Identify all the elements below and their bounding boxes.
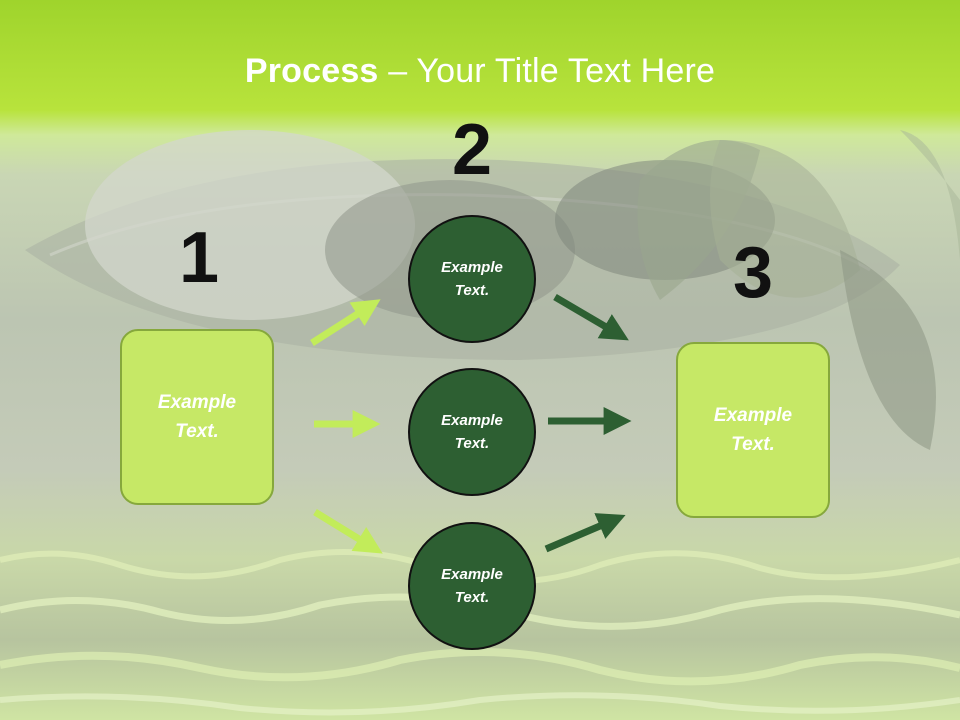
right-box-text: Example Text. xyxy=(713,405,793,455)
arrow-left-to-top xyxy=(310,299,381,346)
arrow-bottom-to-right xyxy=(544,513,626,553)
right-box: Example Text. xyxy=(676,342,830,518)
left-box: Example Text. xyxy=(120,329,274,505)
arrow-top-to-right xyxy=(553,293,629,341)
step-number-1: 1 xyxy=(178,218,220,298)
left-box-text: Example Text. xyxy=(157,392,237,442)
step-number-3: 3 xyxy=(732,233,774,313)
circle-middle: Example Text. xyxy=(408,368,536,496)
title-bold: Process xyxy=(244,52,379,90)
circle-top-text: Example Text. xyxy=(441,259,503,299)
title-rest: – Your Title Text Here xyxy=(378,52,716,90)
circle-middle-text: Example Text. xyxy=(441,412,503,452)
circle-top: Example Text. xyxy=(408,215,536,343)
circle-bottom: Example Text. xyxy=(408,522,536,650)
slide-title: Process – Your Title Text Here xyxy=(0,52,960,91)
arrow-left-to-bottom xyxy=(313,509,383,554)
circle-bottom-text: Example Text. xyxy=(441,566,503,606)
step-number-2: 2 xyxy=(451,110,493,190)
